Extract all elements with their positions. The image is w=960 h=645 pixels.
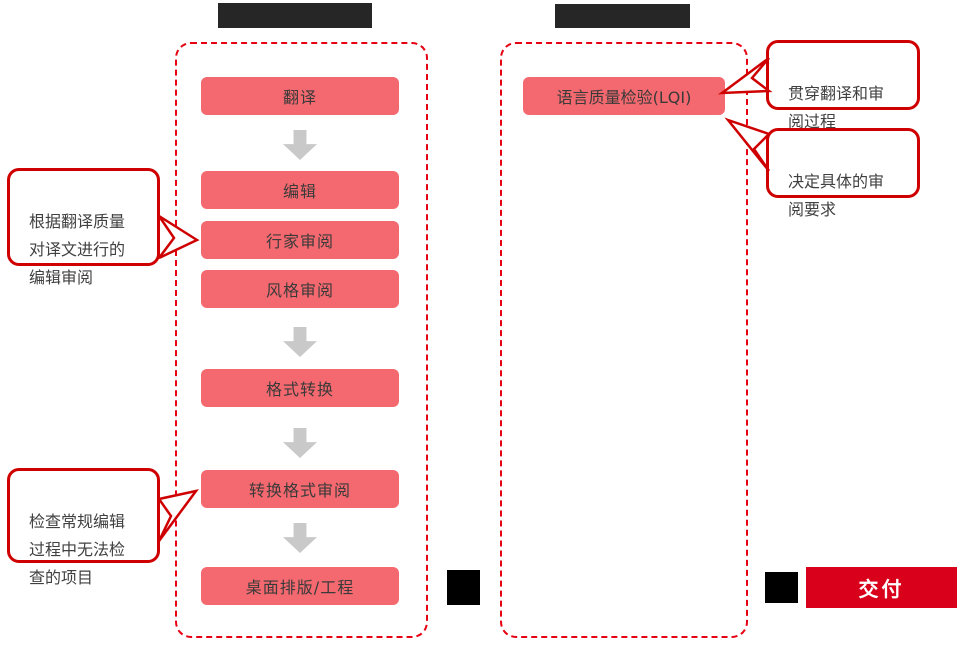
- callout-check-unverifiable-items: 检查常规编辑 过程中无法检 查的项目: [7, 468, 160, 587]
- step-node-translation: 翻译: [201, 77, 399, 115]
- step-label: 桌面排版/工程: [245, 578, 355, 597]
- callout-throughout-process: 贯穿翻译和审 阅过程: [766, 40, 920, 131]
- lqi-label: 语言质量检验(LQI): [556, 88, 692, 107]
- callout-text: 贯穿翻译和审 阅过程: [788, 84, 885, 131]
- step-label: 翻译: [282, 88, 317, 107]
- step-label: 风格审阅: [265, 281, 334, 300]
- step-node-dtp-engineering: 桌面排版/工程: [201, 567, 399, 605]
- node-language-quality-inspection: 语言质量检验(LQI): [523, 77, 725, 115]
- step-node-converted-format-review: 转换格式审阅: [201, 470, 399, 508]
- deliver-label: 交付: [858, 577, 905, 601]
- step-node-expert-review: 行家审阅: [201, 221, 399, 259]
- step-label: 行家审阅: [265, 232, 334, 251]
- callout-text: 决定具体的审 阅要求: [788, 172, 885, 219]
- callout-text: 根据翻译质量 对译文进行的 编辑审阅: [29, 212, 126, 287]
- left-panel-title-redacted-bar: [218, 3, 372, 28]
- step-label: 编辑: [282, 182, 317, 201]
- step-node-editing: 编辑: [201, 171, 399, 209]
- right-quality-panel: [500, 42, 748, 638]
- left-process-panel: [175, 42, 428, 638]
- callout-edit-review-by-quality: 根据翻译质量 对译文进行的 编辑审阅: [7, 168, 160, 287]
- callout-text: 检查常规编辑 过程中无法检 查的项目: [29, 512, 126, 587]
- redacted-connector-square: [765, 572, 798, 603]
- deliver-node: 交付: [806, 567, 957, 608]
- redacted-connector-square: [447, 570, 480, 605]
- right-panel-title-redacted-bar: [555, 4, 690, 28]
- callout-decides-review-requirements: 决定具体的审 阅要求: [766, 128, 920, 219]
- step-label: 格式转换: [265, 380, 334, 399]
- step-label: 转换格式审阅: [248, 481, 351, 500]
- step-node-format-conversion: 格式转换: [201, 369, 399, 407]
- step-node-style-review: 风格审阅: [201, 270, 399, 308]
